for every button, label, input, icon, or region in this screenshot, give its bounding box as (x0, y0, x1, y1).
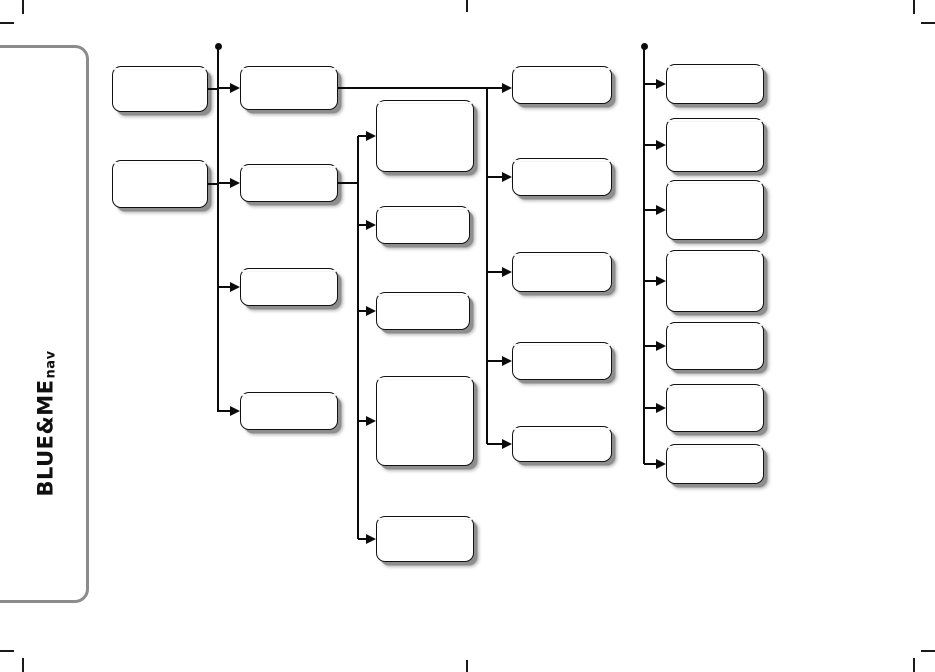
link-c2n1-to-c4n1 (338, 87, 503, 89)
flow-node-c5n4[interactable] (666, 250, 764, 312)
flow-node-c4n2[interactable] (512, 158, 612, 196)
arrowhead-c3n2 (366, 220, 376, 230)
arrowhead-c2n1 (230, 83, 240, 93)
arrowhead-c3n1 (366, 131, 376, 141)
origin-dot-trunk-submenu-3 (640, 42, 648, 50)
link-trunk-to-c5n7 (644, 463, 657, 465)
link-trunk-to-c5n2 (644, 144, 657, 146)
flow-node-c5n1[interactable] (666, 64, 764, 104)
flow-node-c3n4[interactable] (376, 376, 474, 466)
crop-mark-bottom-center (466, 660, 468, 672)
link-trunk-to-c3n5 (358, 538, 367, 540)
link-trunk-to-c4n2 (487, 176, 503, 178)
arrowhead-c2n3 (230, 282, 240, 292)
arrowhead-c4n3 (502, 267, 512, 277)
arrowhead-c5n5 (656, 341, 666, 351)
link-trunk-to-c3n1 (358, 135, 367, 137)
arrowhead-c5n3 (656, 205, 666, 215)
link-trunk-to-c5n1 (644, 83, 657, 85)
arrowhead-c5n2 (656, 140, 666, 150)
link-trunk-to-c3n3 (358, 310, 367, 312)
flow-node-c4n4[interactable] (512, 342, 612, 380)
trunk-trunk-submenu-2 (486, 88, 488, 444)
trunk-trunk-submenu-3 (643, 46, 645, 464)
arrowhead-c4n1 (502, 83, 512, 93)
flow-node-c2n4[interactable] (240, 392, 338, 430)
blue-and-me-nav-device (0, 45, 89, 603)
link-trunk-to-c3n4 (358, 420, 367, 422)
crop-mark-top-left-h (0, 22, 14, 24)
link-trunk-to-c2n2 (218, 182, 231, 184)
link-trunk-to-c2n4 (218, 410, 231, 412)
link-trunk-to-c5n4 (644, 280, 657, 282)
link-trunk-to-c4n3 (487, 271, 503, 273)
arrowhead-c2n4 (230, 406, 240, 416)
link-trunk-to-c2n1 (218, 87, 231, 89)
flow-node-c3n5[interactable] (376, 516, 474, 562)
crop-mark-top-center (466, 0, 468, 12)
flow-node-c5n6[interactable] (666, 384, 764, 432)
link-trunk-to-c2n3 (218, 286, 231, 288)
arrowhead-c2n2 (230, 178, 240, 188)
crop-mark-bottom-left-h (0, 650, 14, 652)
crop-mark-top-left-v (22, 0, 24, 14)
arrowhead-c3n4 (366, 416, 376, 426)
flow-node-c1n1[interactable] (112, 66, 208, 112)
link-trunk-to-c4n4 (487, 360, 503, 362)
flow-node-c4n1[interactable] (512, 66, 612, 104)
arrowhead-c5n7 (656, 459, 666, 469)
flow-node-c5n3[interactable] (666, 180, 764, 240)
flow-node-c5n2[interactable] (666, 118, 764, 172)
arrowhead-c4n4 (502, 356, 512, 366)
flow-node-c2n2[interactable] (240, 164, 338, 202)
crop-mark-bottom-left-v (22, 658, 24, 672)
link-trunk-to-c5n6 (644, 407, 657, 409)
arrowhead-c4n5 (502, 439, 512, 449)
link-trunk-to-c3n2 (358, 224, 367, 226)
flow-node-c4n3[interactable] (512, 252, 612, 292)
flow-node-c3n1[interactable] (376, 100, 474, 172)
arrowhead-c4n2 (502, 172, 512, 182)
flow-node-c1n2[interactable] (112, 160, 208, 208)
trunk-trunk-main-menu (217, 46, 219, 412)
crop-mark-top-right-v (913, 0, 915, 14)
crop-mark-top-right-h (921, 22, 935, 24)
arrowhead-c5n6 (656, 403, 666, 413)
link-trunk-to-c4n5 (487, 443, 503, 445)
flow-node-c3n3[interactable] (376, 292, 470, 330)
flow-node-c3n2[interactable] (376, 206, 470, 244)
arrowhead-c5n4 (656, 276, 666, 286)
flow-node-c2n1[interactable] (240, 66, 338, 110)
link-c2n2-to-trunk (338, 182, 358, 184)
flow-node-c4n5[interactable] (512, 426, 612, 462)
arrowhead-c3n5 (366, 534, 376, 544)
link-trunk-to-c5n3 (644, 209, 657, 211)
trunk-trunk-submenu-1 (357, 136, 359, 539)
crop-mark-bottom-right-h (921, 650, 935, 652)
link-c1n1-to-trunk (208, 88, 218, 90)
origin-dot-trunk-main-menu (214, 42, 222, 50)
flow-node-c5n7[interactable] (666, 444, 764, 484)
arrowhead-c3n3 (366, 306, 376, 316)
arrowhead-c5n1 (656, 79, 666, 89)
crop-mark-bottom-right-v (913, 658, 915, 672)
link-c1n2-to-trunk (208, 183, 218, 185)
flow-node-c2n3[interactable] (240, 268, 338, 306)
link-trunk-to-c5n5 (644, 345, 657, 347)
flow-node-c5n5[interactable] (666, 322, 764, 370)
